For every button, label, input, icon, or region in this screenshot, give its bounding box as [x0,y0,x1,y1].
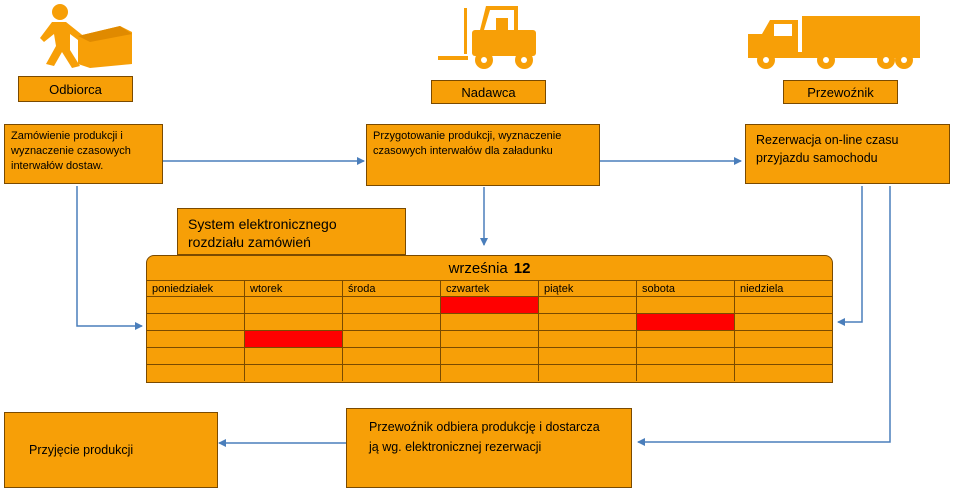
calendar-slot [735,296,832,313]
calendar-slot [441,313,539,330]
calendar-slot [147,347,245,364]
calendar-dayname: poniedziałek [147,280,245,296]
calendar-slot [147,364,245,381]
calendar-slot [343,313,441,330]
calendar-row [147,296,832,313]
calendar-dayname: wtorek [245,280,343,296]
calendar-slot [441,347,539,364]
calendar-slot-booked [637,313,735,330]
step-order: Zamówienie produkcji i wyznaczenie czaso… [4,124,163,184]
calendar-slot [735,347,832,364]
calendar-slot-booked [441,296,539,313]
step-transport: Przewoźnik odbiera produkcję i dostarcza… [346,408,632,488]
calendar-row [147,330,832,347]
calendar-slot [245,347,343,364]
arrow-reservation-to-transport [637,186,891,446]
calendar-slot [441,330,539,347]
calendar-slot [735,330,832,347]
calendar-slot [735,364,832,381]
calendar-slot [343,364,441,381]
calendar-row [147,347,832,364]
calendar-dayname: piątek [539,280,637,296]
truck-icon [748,16,920,69]
calendar-slot [147,313,245,330]
actor-label-carrier: Przewoźnik [783,80,898,104]
calendar-slot [735,313,832,330]
step-system: System elektronicznego rozdziału zamówie… [177,208,406,255]
actor-label-sender: Nadawca [431,80,546,104]
person-packing-box-icon [40,4,132,68]
calendar-slot [245,364,343,381]
calendar-slot [539,330,637,347]
arrow-reservation-to-calendar [837,186,863,326]
calendar-day: 12 [513,259,531,277]
calendar-slot [539,347,637,364]
calendar-slot [343,347,441,364]
arrow-order-to-calendar [76,186,143,330]
calendar-slot [343,296,441,313]
calendar-slot [147,296,245,313]
calendar-title: września 12 [147,256,832,280]
forklift-icon [438,6,536,69]
calendar-slot [637,347,735,364]
calendar-row [147,313,832,330]
step-preparation: Przygotowanie produkcji, wyznaczenie cza… [366,124,600,186]
calendar-dayname: czwartek [441,280,539,296]
calendar-slot [539,296,637,313]
calendar-dayname: niedziela [735,280,832,296]
calendar-grid [147,296,832,382]
calendar-slot [637,296,735,313]
calendar-month: września [448,259,508,277]
calendar-slot [637,364,735,381]
calendar-slot [245,296,343,313]
calendar-slot [245,313,343,330]
calendar-slot [539,364,637,381]
calendar-slot [343,330,441,347]
calendar-slot [147,330,245,347]
calendar-slot [441,364,539,381]
step-reservation: Rezerwacja on-line czasu przyjazdu samoc… [745,124,950,184]
calendar-dayname: sobota [637,280,735,296]
calendar-slot-booked [245,330,343,347]
calendar-row [147,364,832,381]
actor-label-recipient: Odbiorca [18,76,133,102]
step-acceptance: Przyjęcie produkcji [4,412,218,488]
calendar-dayname: środa [343,280,441,296]
calendar-slot [637,330,735,347]
calendar-slot [539,313,637,330]
